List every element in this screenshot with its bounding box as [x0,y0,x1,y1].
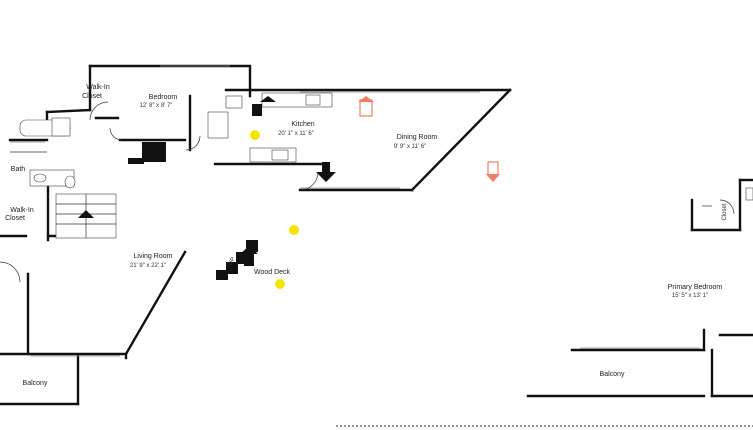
dims-living-room: 21' 9" x 22' 1" [130,263,166,269]
label-balcony-right: Balcony [600,371,625,378]
dims-dining-room: 9' 9" x 11' 6" [394,144,426,150]
label-kitchen: Kitchen [291,121,314,128]
dims-primary-bedroom: 15' 5" x 13' 1" [672,293,708,299]
label-bedroom: Bedroom [149,94,178,101]
stairs [55,193,117,239]
label-walk-in-closet-top: Walk-In [86,84,110,91]
label-balcony-left: Balcony [23,380,48,387]
right-fixtures [702,187,753,207]
camera-markers [250,130,299,289]
exterior-walls [0,64,512,406]
room-labels: Walk-In Closet Bedroom 12' 8" x 8' 7" Ki… [5,84,728,387]
windows [10,65,700,357]
label-bath: Bath [11,166,26,173]
label-dining-room: Dining Room [397,134,438,141]
label-living-room: Living Room [134,253,173,260]
kitchen-fixtures [207,92,333,163]
label-closet-right: Closet [722,203,728,220]
bath-fixtures [10,117,76,189]
right-section-walls [526,178,753,398]
label-wood-deck: Wood Deck [254,269,291,276]
dims-bedroom: 12' 8" x 8' 7" [140,103,173,109]
door-swings [0,101,735,283]
dims-kitchen: 20' 1" x 11' 6" [278,131,314,137]
label-walk-in-closet-left: Walk-In [10,207,34,214]
label-stair-tag: UP [227,256,236,266]
label-walk-in-closet-top-2: Closet [82,93,102,100]
label-primary-bedroom: Primary Bedroom [668,284,723,291]
arrow-markers [240,96,500,266]
label-walk-in-closet-left-2: Closet [5,215,25,222]
